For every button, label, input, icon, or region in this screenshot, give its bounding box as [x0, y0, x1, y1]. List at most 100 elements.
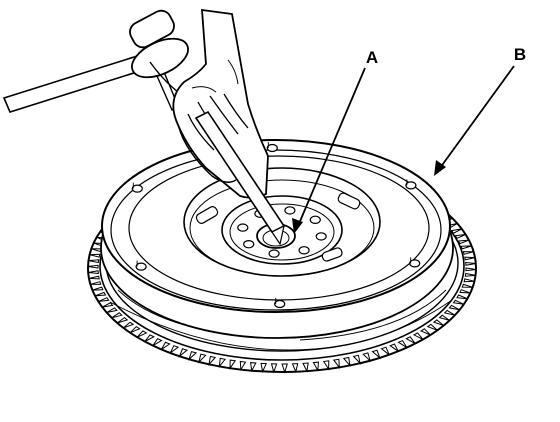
gear-tooth [464, 272, 476, 277]
callout-label-a: A [366, 48, 378, 67]
dowel-hole [409, 259, 421, 268]
gear-tooth [90, 281, 102, 285]
outer-dowels [131, 142, 421, 309]
gear-tooth [229, 359, 237, 370]
recess-slot-left [195, 206, 219, 224]
gear-tooth [464, 256, 476, 261]
bolt-hole [243, 239, 255, 249]
leader-a-arrowhead [292, 218, 303, 234]
hub-recess-wall [189, 179, 375, 277]
gear-tooth [123, 321, 135, 329]
gear-tooth [94, 291, 107, 297]
bolt-hole [315, 232, 327, 241]
gear-tooth [322, 360, 330, 371]
gear-tooth [106, 307, 118, 313]
gear-tooth [461, 283, 473, 288]
gear-tooth [397, 339, 408, 349]
bolt-hole [298, 246, 310, 255]
gear-tooth [465, 267, 477, 272]
gear-tooth [302, 362, 309, 373]
gear-tooth [87, 264, 99, 269]
leader-b [439, 65, 515, 169]
dowel-hole [135, 262, 147, 271]
knuckle-lines [191, 59, 239, 93]
gear-tooth [312, 361, 320, 372]
gear-tooth [197, 353, 207, 364]
gear-tooth [187, 350, 198, 361]
gear-tooth [160, 341, 171, 350]
gear-tooth [432, 319, 445, 326]
dowel-hole [266, 143, 278, 153]
gear-tooth [218, 357, 227, 369]
gear-tooth [239, 360, 247, 372]
gear-tooth [92, 286, 104, 291]
gear-tooth [144, 334, 155, 342]
gear-tooth [465, 261, 476, 266]
gear-tooth [178, 348, 189, 358]
leader-b-arrowhead [434, 160, 446, 176]
gear-tooth [405, 336, 416, 345]
gear-tooth [352, 354, 361, 365]
recess-slot-bottom [321, 247, 343, 262]
gear-tooth [98, 297, 110, 302]
gear-tooth [448, 304, 460, 311]
gear-tooth [371, 349, 381, 360]
gear-tooth [462, 251, 474, 255]
bolt-hole [309, 215, 321, 224]
gear-tooth [129, 325, 141, 334]
bolt-hole [237, 223, 249, 232]
gear-tooth [452, 299, 465, 305]
hammer-head [129, 9, 175, 49]
gear-tooth [362, 352, 372, 363]
gear-tooth [456, 294, 468, 300]
gear-tooth [88, 275, 100, 280]
dowel-hole [274, 299, 286, 309]
gear-tooth [136, 330, 148, 338]
gear-tooth [152, 338, 163, 347]
gear-tooth [88, 270, 99, 275]
bolt-hole [268, 249, 280, 258]
gear-tooth [116, 316, 129, 324]
gear-tooth [111, 312, 123, 319]
gear-tooth [459, 289, 471, 294]
gear-tooth [426, 323, 438, 331]
flywheel-rim-shading [117, 289, 447, 341]
gear-tooth [463, 278, 475, 283]
flywheel-rim-shading-lower [109, 299, 453, 351]
gear-tooth [101, 302, 114, 308]
gear-tooth [169, 345, 180, 354]
gear-tooth [281, 363, 288, 374]
callout-a: A [292, 48, 378, 234]
gear-tooth [88, 259, 100, 264]
gear-tooth [443, 309, 456, 316]
gear-tooth [332, 358, 340, 370]
gear-tooth [420, 328, 431, 336]
gear-tooth [250, 362, 257, 373]
recess-slot-right [337, 192, 361, 210]
gear-tooth [208, 355, 217, 367]
dowel-hole [131, 184, 143, 193]
dowel-hole [405, 181, 417, 190]
hand [172, 8, 269, 199]
hub-flange-inner [229, 203, 335, 261]
callout-b: B [434, 45, 526, 176]
gear-tooth [389, 343, 399, 352]
gear-tooth [380, 346, 390, 356]
gear-tooth [454, 234, 466, 239]
drift-tip [271, 224, 285, 246]
drift-punch [194, 110, 286, 246]
gear-tooth [260, 362, 268, 374]
hammer-face [131, 37, 189, 79]
callout-label-b: B [514, 45, 526, 64]
forearm [172, 8, 269, 199]
gear-tooth [342, 356, 351, 367]
gear-tooth [460, 245, 472, 250]
bolt-hole [284, 206, 296, 215]
gear-tooth [89, 253, 101, 258]
thumb [177, 123, 237, 183]
gear-tooth [412, 332, 424, 340]
gear-tooth [291, 363, 299, 374]
gear-tooth [438, 314, 450, 321]
